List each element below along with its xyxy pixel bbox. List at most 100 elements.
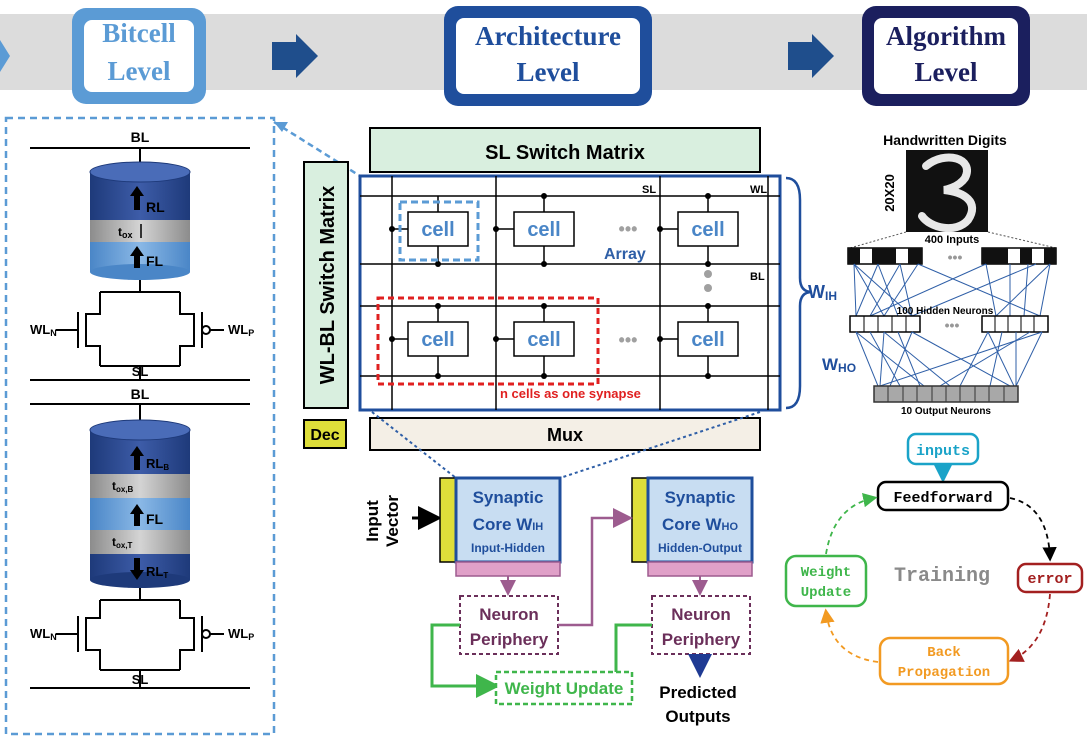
synapse-label: n cells as one synapse: [500, 386, 641, 401]
core-output-bar: [647, 561, 753, 577]
cell-box: [677, 211, 739, 247]
wl-bl-switch-matrix: [303, 161, 349, 409]
wln-label: WLN: [30, 626, 57, 642]
architecture-panel: SL Switch Matrix WL-BL Switch Matrix SL …: [303, 127, 837, 726]
arrow-down-icon: [130, 558, 144, 580]
training-center-label: Training: [894, 565, 990, 588]
wih-brace: [785, 176, 813, 410]
array-label: Array: [604, 246, 646, 263]
weight-update-cycle-label: Update: [801, 585, 851, 601]
left-edge-arrow-icon: [0, 40, 10, 72]
tunnel-oxide-t: [90, 530, 190, 554]
bitline-label: BL: [131, 129, 150, 145]
zoom-connector-arrow-icon: [274, 122, 288, 132]
pmos-channel: [179, 600, 195, 670]
cell-label: cell: [421, 329, 454, 351]
wlp-label: WLP: [228, 322, 254, 338]
backprop-label: Propagation: [898, 665, 990, 681]
input-pixel: [908, 248, 922, 264]
predicted-outputs-label: Predicted: [659, 683, 736, 702]
transmission-gate-bottom: [30, 599, 250, 689]
backprop-to-update-arrow-icon: [820, 608, 879, 663]
input-pixel: [872, 248, 884, 264]
cell-row-2: cell cell ••• cell: [389, 303, 739, 379]
pmos-channel: [179, 292, 195, 366]
connection: [877, 263, 899, 317]
neuron-periphery-1: Neuron Periphery: [459, 595, 559, 655]
weight-update-label: Weight Update: [505, 679, 624, 698]
vertical-ellipsis: [704, 270, 712, 292]
hidden-layer: •••: [849, 315, 1049, 333]
core-body: [454, 476, 562, 564]
core-weight-label: Core WHO: [662, 515, 738, 534]
connection: [985, 263, 997, 317]
double-barrier-mtj: BL RLB tox,B FL tox,T RLT: [30, 386, 250, 600]
core-output-bar: [455, 561, 561, 577]
ellipsis: •••: [948, 249, 963, 265]
junction-dot: [435, 261, 441, 267]
feedforward-to-error-arrow-icon: [1009, 497, 1057, 562]
core-weight-label: Core WIH: [473, 515, 544, 534]
cell-box: [407, 211, 469, 247]
arrow-up-icon: [130, 246, 144, 268]
tox-label: tox: [118, 225, 133, 240]
junction-dot: [541, 373, 547, 379]
input-layer: •••: [847, 247, 1057, 265]
algorithm-badge-inner: [874, 18, 1018, 94]
architecture-level-badge: Architecture Level: [444, 6, 652, 106]
connection: [917, 263, 1041, 317]
error-label: error: [1027, 571, 1072, 588]
junction-dot: [493, 336, 499, 342]
junction-dot: [541, 261, 547, 267]
connection: [869, 331, 901, 387]
array-cell: cell: [389, 196, 469, 267]
core-subtitle: Hidden-Output: [658, 541, 742, 555]
bitcell-dashed-frame: [4, 116, 276, 736]
junction-dot: [541, 303, 547, 309]
cell-label: cell: [527, 329, 560, 351]
synapse-group-highlight: [376, 296, 600, 386]
header-band: Bitcell Level Architecture Level Algorit…: [0, 6, 1087, 106]
ellipsis: •••: [619, 219, 638, 239]
array-cell: cell: [493, 193, 575, 267]
mux-label: Mux: [547, 425, 583, 445]
ellipsis: •••: [619, 330, 638, 350]
hidden-to-core2-wire: [558, 508, 633, 627]
input-pixel: [1044, 248, 1056, 264]
core-title: Synaptic: [473, 488, 544, 507]
predicted-outputs-label: Outputs: [665, 707, 730, 726]
zoom-line: [559, 411, 761, 479]
array-cell: cell: [493, 303, 575, 379]
junction-dot: [705, 303, 711, 309]
inputs-label: inputs: [916, 443, 970, 460]
wl-bl-switch-matrix-label: WL-BL Switch Matrix: [317, 186, 339, 385]
wln-label: WLN: [30, 322, 57, 338]
input-vector-label-2: Vector: [383, 495, 402, 547]
architecture-level-title: Architecture: [475, 21, 621, 51]
connection: [911, 263, 1037, 317]
toxb-label: tox,B: [112, 479, 134, 494]
zoom-cell-highlight: [398, 200, 480, 262]
sl-label: SL: [642, 184, 656, 196]
fl-label: FL: [146, 511, 164, 527]
neuron-label: Neuron: [671, 605, 731, 624]
cell-box: [513, 321, 575, 357]
wih-connections: [853, 263, 1051, 317]
backprop-box: [878, 636, 1010, 686]
connection: [855, 331, 879, 387]
who-label: WHO: [822, 355, 856, 375]
synaptic-core-who: Synaptic Core WHO Hidden-Output: [631, 476, 754, 577]
architecture-badge-inner: [456, 18, 640, 94]
feedforward-label: Feedforward: [893, 490, 992, 507]
rl-label: RL: [146, 199, 165, 215]
grid-size-label: 20X20: [882, 174, 897, 212]
weight-update-cycle-box: [784, 554, 868, 608]
junction-dot: [435, 303, 441, 309]
connection: [879, 331, 1043, 387]
ellipsis-dot: [704, 284, 712, 292]
inputs-count-label: 400 Inputs: [925, 234, 979, 246]
input-vector-label-1: Input: [363, 500, 382, 542]
nmos-channel: [85, 600, 101, 670]
architecture-level-subtitle: Level: [517, 57, 580, 87]
